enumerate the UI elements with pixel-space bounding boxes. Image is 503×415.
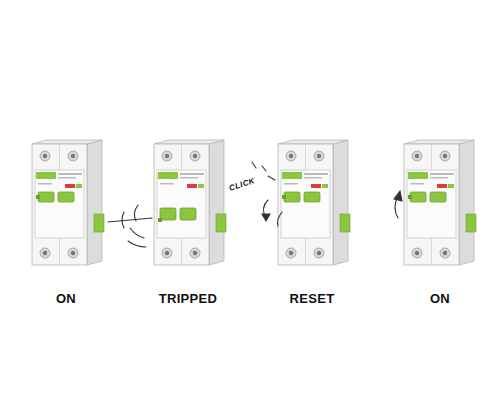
state-label: RESET xyxy=(290,291,335,306)
state-label: TRIPPED xyxy=(159,291,217,306)
click-sound-text: CLICK xyxy=(228,176,256,193)
state-label: ON xyxy=(430,291,450,306)
state-label: ON xyxy=(56,291,76,306)
